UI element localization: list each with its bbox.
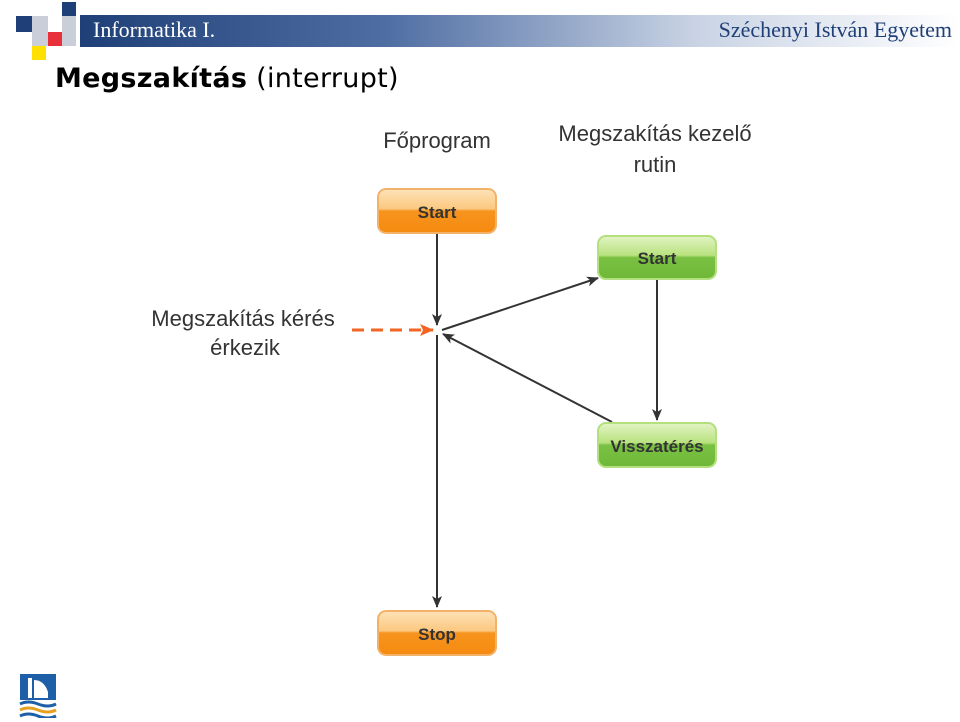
university-name: Széchenyi István Egyetem	[718, 17, 952, 42]
arrow-interrupt-to-handler-start	[441, 276, 599, 331]
node-handler-return-label: Visszatérés	[610, 437, 703, 456]
logo-square-red	[48, 32, 62, 46]
page-title: Megszakítás (interrupt)	[55, 63, 399, 94]
logo-square-yellow	[32, 46, 46, 60]
node-handler-start: Start	[597, 235, 717, 280]
node-handler-return: Visszatérés	[597, 422, 717, 468]
logo-square-gray2	[32, 32, 48, 46]
logo-square-navy	[62, 2, 76, 16]
node-main-start-label: Start	[418, 203, 457, 222]
logo-square-gray	[32, 16, 48, 32]
handler-label-line1: Megszakítás kezelő	[558, 121, 751, 146]
university-logo-icon	[19, 674, 57, 718]
page-title-rest: (interrupt)	[256, 63, 399, 94]
arrow-return-to-main	[442, 333, 613, 423]
node-main-stop: Stop	[377, 610, 497, 656]
logo-square-blue	[16, 16, 32, 32]
request-label-line1: Megszakítás kérés	[151, 306, 334, 331]
main-program-label: Főprogram	[383, 128, 491, 153]
request-label-line2: érkezik	[210, 335, 281, 360]
logo-square-lightgray	[62, 16, 76, 46]
node-handler-start-label: Start	[638, 249, 677, 268]
node-main-stop-label: Stop	[418, 625, 456, 644]
header-band	[80, 15, 960, 47]
course-title: Informatika I.	[93, 17, 216, 42]
node-main-start: Start	[377, 188, 497, 234]
handler-label-line2: rutin	[634, 152, 677, 177]
page-title-bold: Megszakítás	[55, 63, 248, 94]
